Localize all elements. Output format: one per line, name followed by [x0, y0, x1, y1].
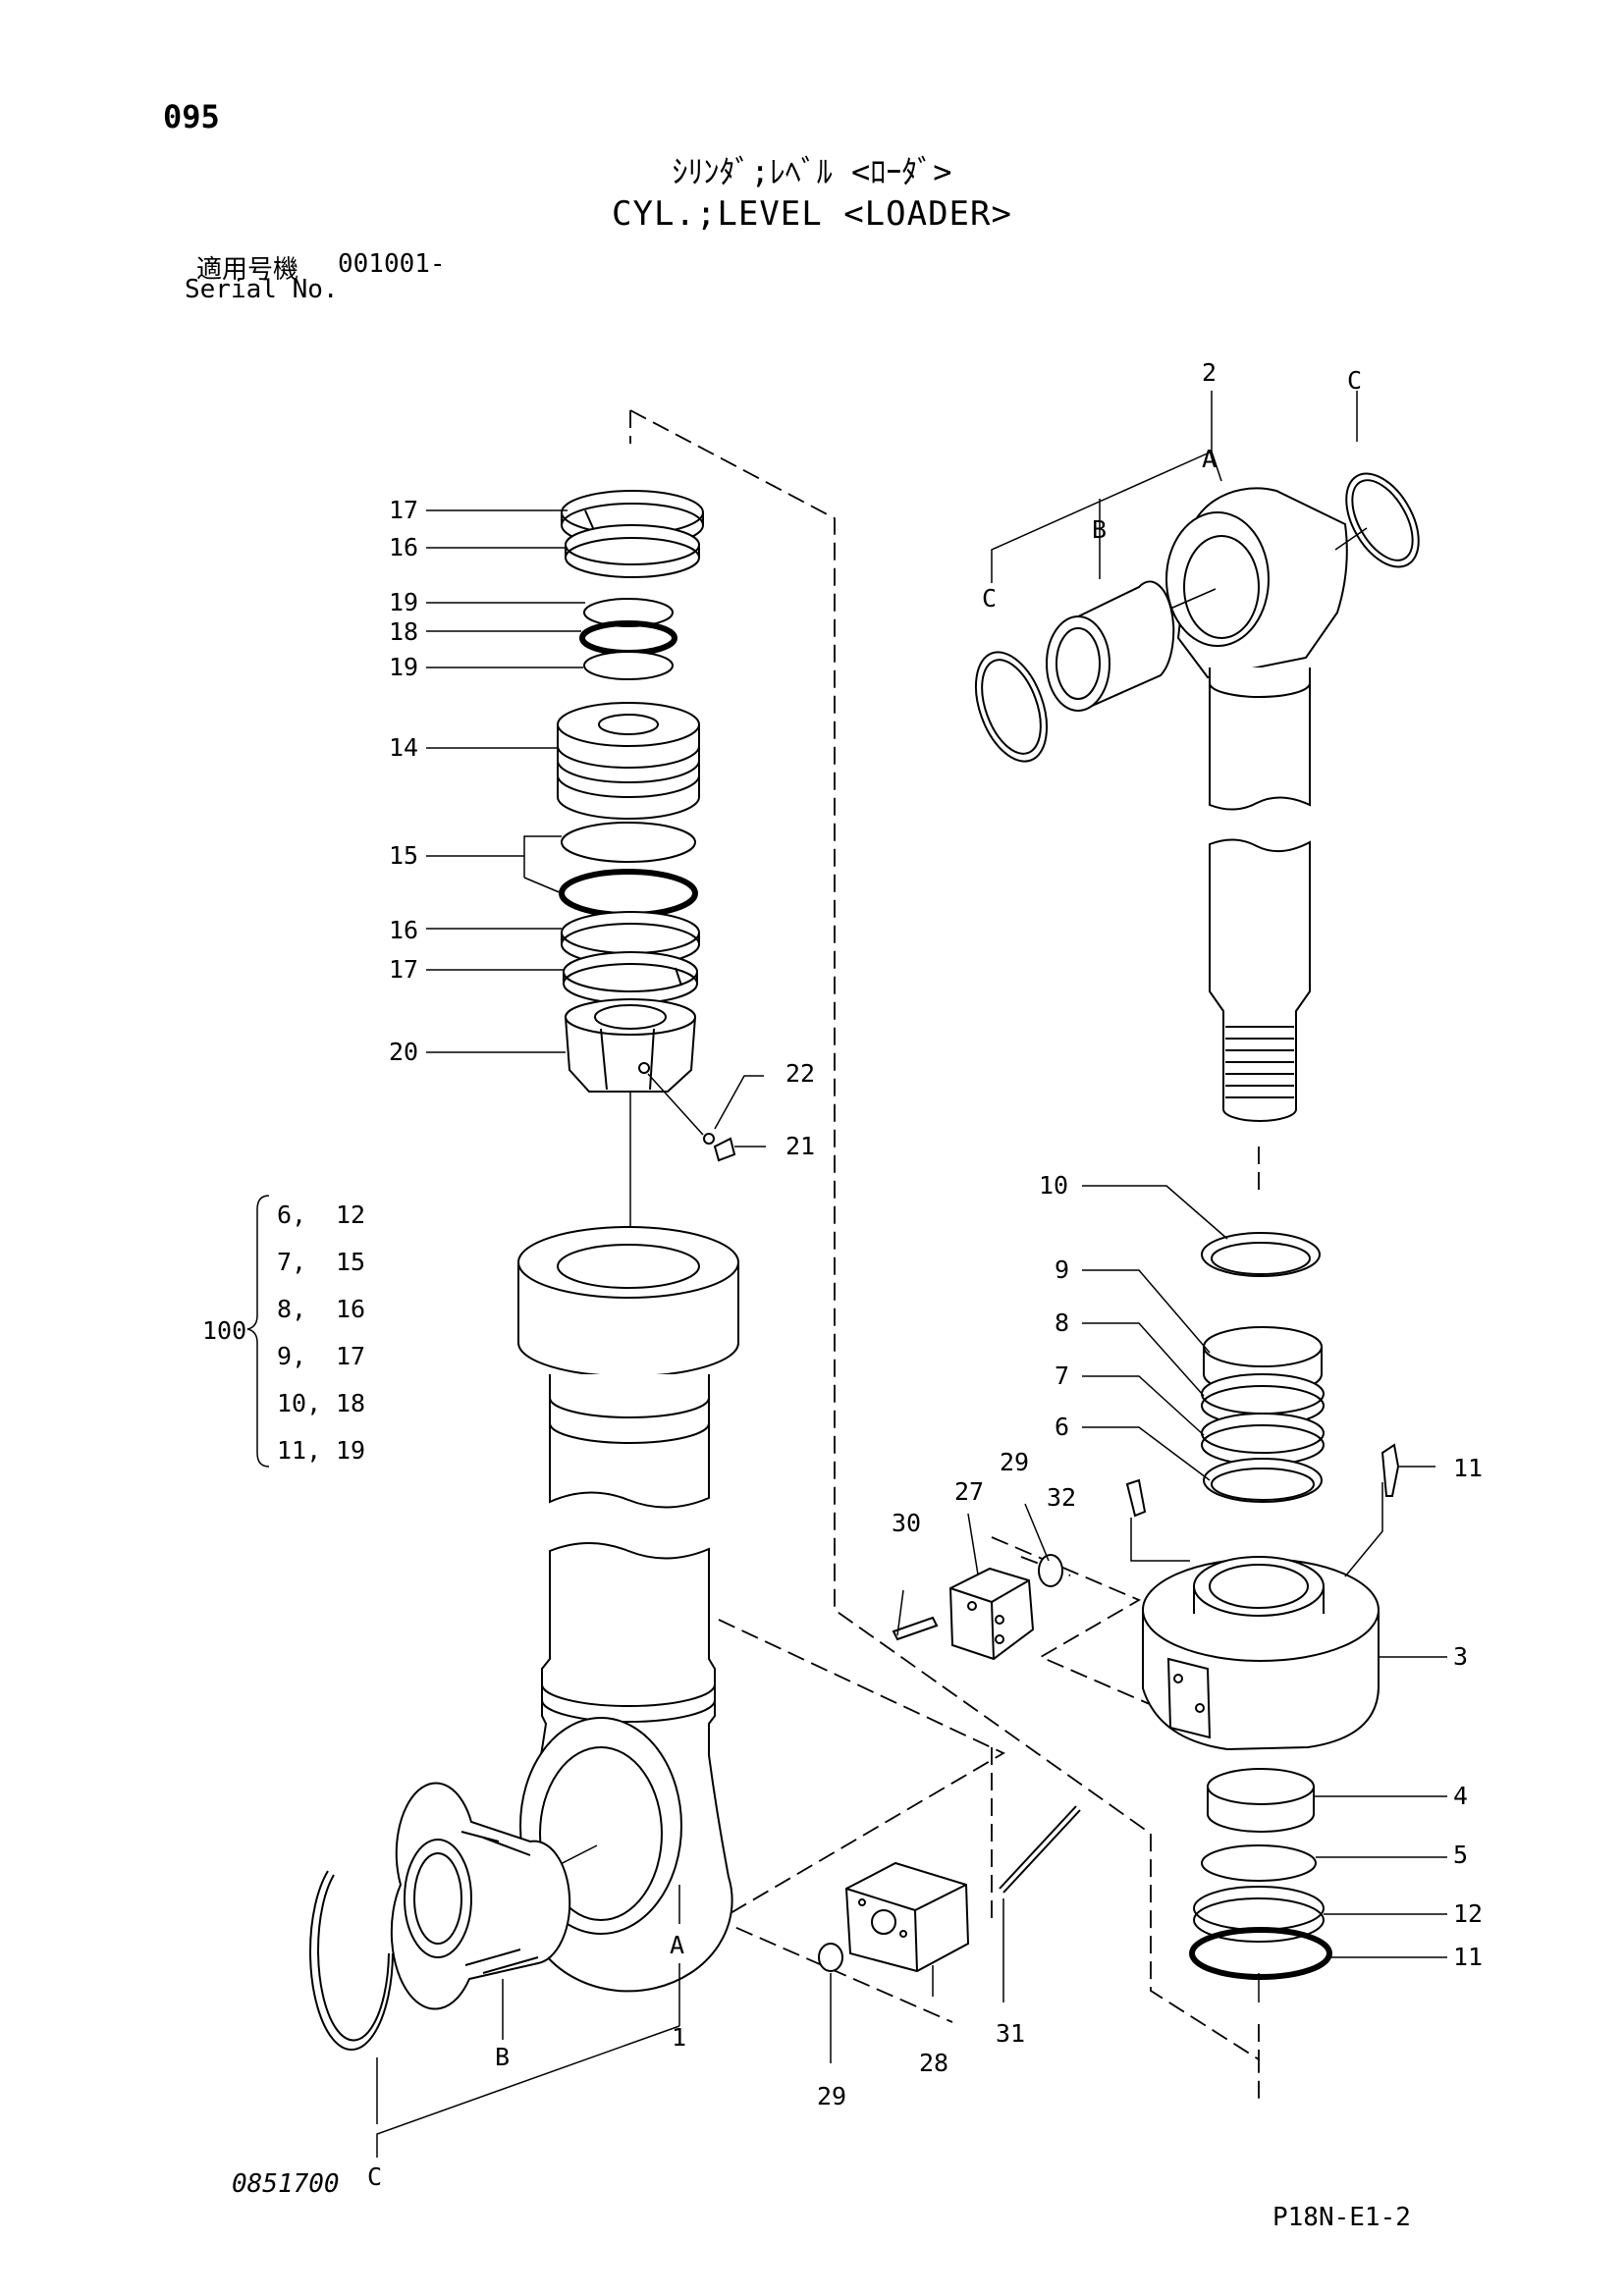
callout-19: 19	[389, 653, 418, 681]
callout-8: 8	[1055, 1308, 1069, 1337]
kit-row-b: 16	[336, 1295, 365, 1323]
title-english: CYL.;LEVEL <LOADER>	[612, 194, 1012, 234]
callout-16: 16	[389, 533, 418, 561]
serial-label-japanese: 適用号機	[196, 255, 299, 285]
callout-18: 18	[389, 617, 418, 646]
callout-c: C	[1347, 366, 1362, 395]
kit-row-a: 8,	[277, 1295, 306, 1323]
callout-31: 31	[996, 2019, 1025, 2048]
callout-c: C	[367, 2163, 382, 2191]
cylinder-head-stack	[1125, 1232, 1435, 1980]
kit-100-composition: 100 6, 12 7, 15 8, 16 9, 17 10, 18 11, 1…	[202, 1201, 365, 1465]
kit-row-a: 11,	[277, 1436, 321, 1465]
callout-20: 20	[389, 1038, 418, 1066]
serial-label-english: Serial No.	[185, 275, 339, 304]
callout-a: A	[1202, 445, 1217, 473]
callout-17: 17	[389, 496, 418, 524]
callout-19: 19	[389, 588, 418, 616]
callout-21: 21	[785, 1132, 815, 1160]
callout-32: 32	[1047, 1483, 1076, 1512]
callout-29: 29	[817, 2082, 846, 2110]
kit-number: 100	[202, 1316, 246, 1345]
callout-a: A	[670, 1931, 684, 1959]
callout-30: 30	[892, 1509, 921, 1537]
drawing-number: 0851700	[232, 2169, 340, 2199]
title-japanese: ｼﾘﾝﾀﾞ;ﾚﾍﾞﾙ <ﾛｰﾀﾞ>	[672, 153, 952, 190]
callout-11: 11	[1453, 1943, 1483, 1971]
kit-row-b: 18	[336, 1389, 365, 1417]
kit-row-a: 6,	[277, 1201, 306, 1229]
callout-11: 11	[1453, 1454, 1483, 1482]
kit-row-b: 19	[336, 1436, 365, 1465]
callout-17: 17	[389, 955, 418, 984]
callout-29: 29	[1000, 1448, 1029, 1476]
kit-row-a: 10,	[277, 1389, 321, 1417]
piston-rod-part-2	[974, 472, 1420, 1122]
callout-15: 15	[389, 841, 418, 870]
assembly-guide-lines	[629, 409, 1260, 2101]
page-code: P18N-E1-2	[1272, 2203, 1411, 2232]
callout-12: 12	[1453, 1899, 1483, 1928]
valve-blocks	[818, 1554, 1081, 1973]
kit-row-b: 17	[336, 1342, 365, 1370]
callout-b: B	[1092, 515, 1107, 544]
callout-22: 22	[785, 1059, 815, 1088]
kit-row-a: 7,	[277, 1248, 306, 1276]
leader-lines	[376, 391, 1447, 2158]
callout-14: 14	[389, 733, 418, 762]
kit-row-a: 9,	[277, 1342, 306, 1370]
callout-4: 4	[1453, 1782, 1468, 1810]
callout-2: 2	[1202, 358, 1217, 387]
cylinder-tube-part-1	[309, 1092, 739, 2052]
kit-row-b: 12	[336, 1201, 365, 1229]
callout-27: 27	[954, 1477, 984, 1506]
callout-3: 3	[1453, 1642, 1468, 1671]
callout-16: 16	[389, 916, 418, 944]
callout-b: B	[495, 2043, 510, 2071]
piston-seal-stack	[557, 490, 736, 1162]
kit-brace	[246, 1195, 270, 1468]
callout-c: C	[982, 584, 997, 613]
callout-28: 28	[919, 2049, 948, 2077]
kit-row-b: 15	[336, 1248, 365, 1276]
callout-10: 10	[1039, 1171, 1068, 1200]
callout-1: 1	[672, 2023, 686, 2052]
callout-6: 6	[1055, 1413, 1069, 1441]
serial-number-value: 001001-	[338, 249, 446, 279]
page-number: 095	[163, 98, 220, 135]
callout-labels: 17 16 19 18 19 14 15 16 17 20 22 21 2 A …	[367, 358, 1483, 2191]
callout-9: 9	[1055, 1255, 1069, 1284]
callout-5: 5	[1453, 1841, 1468, 1869]
callout-7: 7	[1055, 1362, 1069, 1390]
